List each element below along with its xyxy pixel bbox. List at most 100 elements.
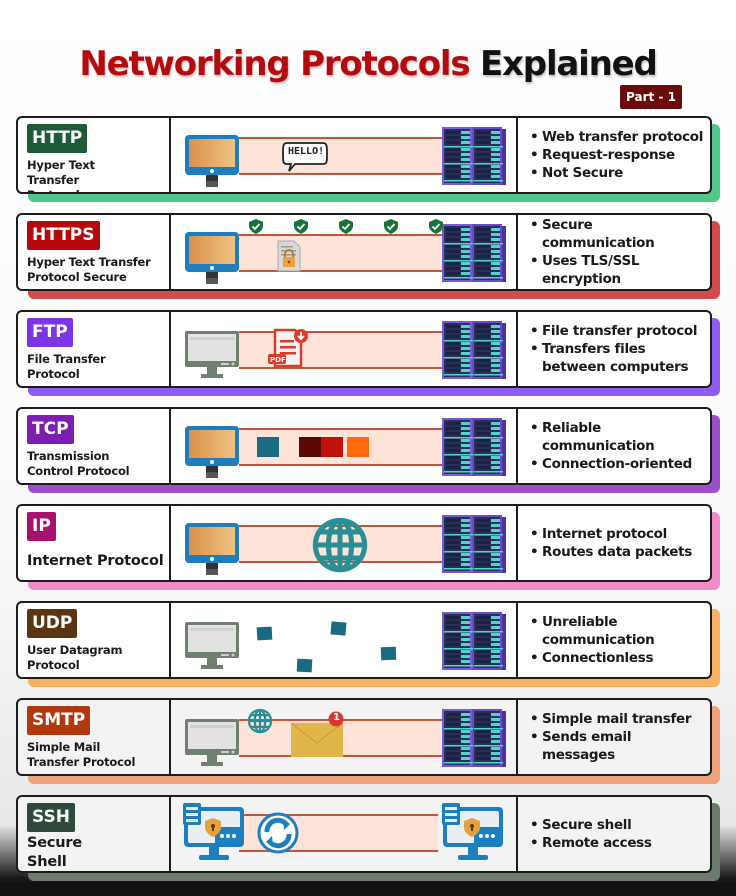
flow-diagram (171, 797, 518, 871)
flow-diagram: 1 (171, 700, 518, 774)
feature-item: Reliable communication (528, 419, 706, 455)
globe-icon (247, 708, 273, 739)
server-rack-icon (440, 707, 506, 769)
flow-diagram (171, 215, 518, 289)
protocol-card: TCP Transmission Control Protocol Reliabl… (16, 407, 712, 485)
protocol-name-cell: TCP Transmission Control Protocol (18, 409, 171, 483)
protocol-description: Secure communicationUses TLS/SSL encrypt… (518, 215, 710, 289)
protocol-full-name: Internet Protocol (27, 553, 164, 569)
feature-list: File transfer protocolTransfers files be… (528, 322, 706, 376)
packet-icon (296, 658, 313, 673)
protocol-card: HTTPS Hyper Text Transfer Protocol Secure… (16, 213, 712, 291)
server-rack-icon (440, 416, 506, 478)
part-badge: Part - 1 (620, 85, 682, 109)
protocol-row-ip: IP Internet Protocol Internet protocolRou… (16, 504, 720, 590)
protocol-full-name: Hyper Text Transfer Protocol Secure (27, 255, 151, 284)
flow-diagram (171, 603, 518, 677)
feature-list: Secure shellRemote access (528, 816, 652, 852)
server-rack-icon (440, 125, 506, 187)
protocol-full-name: User Datagram Protocol (27, 643, 123, 672)
sync-arrows-icon (257, 812, 299, 859)
protocol-full-name: Transmission Control Protocol (27, 449, 130, 478)
protocol-card: UDP User Datagram Protocol Unreliable com… (16, 601, 712, 679)
feature-item: Internet protocol (528, 525, 692, 543)
shield-check-icon (339, 219, 353, 239)
footer-bar (0, 882, 736, 896)
feature-item: Connectionless (528, 649, 706, 667)
flow-diagram: PDF (171, 312, 518, 386)
server-rack-icon (440, 513, 506, 575)
server-rack-icon (440, 319, 506, 381)
protocol-card: IP Internet Protocol Internet protocolRou… (16, 504, 712, 582)
feature-item: Transfers files between computers (528, 340, 706, 376)
locked-document-icon (277, 240, 301, 277)
flow-diagram: HELLO! (171, 118, 518, 192)
protocol-name-cell: SMTP Simple Mail Transfer Protocol (18, 700, 171, 774)
packet-icon (380, 646, 397, 661)
client-computer-icon (183, 715, 241, 771)
client-computer-icon (183, 133, 241, 189)
protocol-full-name: File Transfer Protocol (27, 352, 106, 381)
feature-item: Sends email messages (528, 728, 706, 764)
envelope-icon (290, 722, 344, 762)
feature-list: Web transfer protocolRequest-responseNot… (528, 128, 703, 182)
protocol-full-name: Simple Mail Transfer Protocol (27, 740, 136, 769)
feature-item: Connection-oriented (528, 455, 706, 473)
protocol-description: Secure shellRemote access (518, 797, 710, 871)
protocol-description: Unreliable communicationConnectionless (518, 603, 710, 677)
protocol-abbr-badge: TCP (27, 415, 74, 444)
protocol-abbr-badge: IP (27, 512, 56, 541)
feature-item: Web transfer protocol (528, 128, 703, 146)
connection-channel (239, 137, 446, 175)
remote-terminal-icon (440, 803, 506, 865)
protocol-description: File transfer protocolTransfers files be… (518, 312, 710, 386)
protocol-abbr-badge: HTTP (27, 124, 88, 153)
protocol-name-cell: IP Internet Protocol (18, 506, 171, 580)
protocol-abbr-badge: UDP (27, 609, 78, 638)
feature-item: Secure shell (528, 816, 652, 834)
notification-count: 1 (333, 712, 340, 723)
pdf-download-icon: PDF (267, 328, 309, 373)
feature-list: Secure communicationUses TLS/SSL encrypt… (528, 216, 706, 288)
protocol-row-udp: UDP User Datagram Protocol Unreliable com… (16, 601, 720, 687)
feature-item: Secure communication (528, 216, 706, 252)
protocol-abbr-badge: HTTPS (27, 221, 100, 250)
shield-check-icon (249, 219, 263, 239)
shield-check-icon (294, 219, 308, 239)
client-terminal-icon (181, 803, 244, 860)
protocol-row-https: HTTPS Hyper Text Transfer Protocol Secure… (16, 213, 720, 299)
speech-bubble-text: HELLO! (288, 146, 325, 157)
feature-item: Remote access (528, 834, 652, 852)
protocol-description: Internet protocolRoutes data packets (518, 506, 710, 580)
feature-item: Simple mail transfer (528, 710, 706, 728)
packet-icon (347, 437, 369, 457)
client-computer-icon (183, 424, 241, 480)
globe-icon (311, 516, 369, 579)
protocol-description: Reliable communicationConnection-oriente… (518, 409, 710, 483)
speech-bubble-icon: HELLO! (281, 140, 329, 179)
connection-channel (239, 234, 446, 272)
client-computer-icon (183, 521, 241, 577)
flow-diagram (171, 409, 518, 483)
feature-list: Internet protocolRoutes data packets (528, 525, 692, 561)
packet-icon (257, 437, 279, 457)
protocol-abbr-badge: SMTP (27, 706, 91, 735)
feature-item: File transfer protocol (528, 322, 706, 340)
title-protocols: Networking Protocols (79, 44, 470, 84)
client-computer-icon (183, 230, 241, 286)
svg-text:PDF: PDF (270, 356, 286, 364)
packet-icon (330, 621, 347, 636)
packet-icon (321, 437, 343, 457)
flow-diagram (171, 506, 518, 580)
protocol-name-cell: UDP User Datagram Protocol (18, 603, 171, 677)
protocol-row-tcp: TCP Transmission Control Protocol Reliabl… (16, 407, 720, 493)
client-computer-icon (183, 327, 241, 383)
